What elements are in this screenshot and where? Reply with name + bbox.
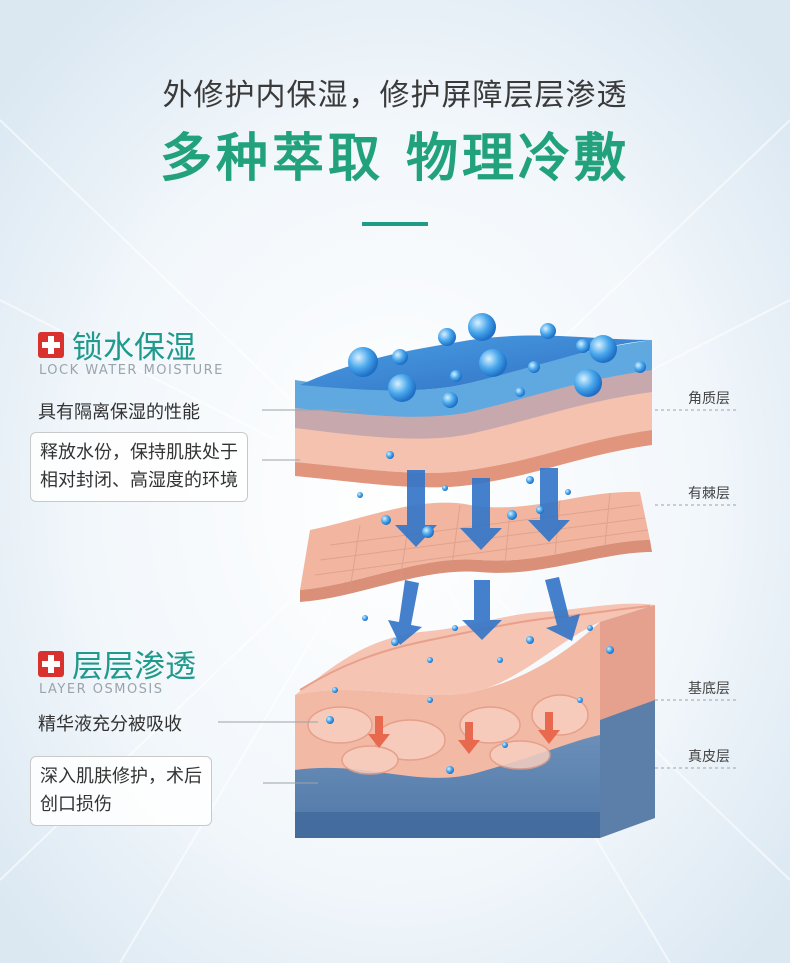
section-lock-water-subtitle: LOCK WATER MOISTURE (39, 363, 224, 378)
layer-osmosis-point-2-line-1: 深入肌肤修护，术后 (40, 766, 202, 787)
layer-osmosis-point-2-line-2: 创口损伤 (40, 794, 112, 815)
label-stratum-corneum: 角质层 (688, 391, 730, 407)
header-title: 多种萃取 物理冷敷 (159, 129, 631, 189)
section-layer-osmosis-header: 层层渗透 (38, 641, 196, 686)
section-lock-water-title: 锁水保湿 (72, 330, 196, 366)
layer-osmosis-point-2-box: 深入肌肤修护，术后 创口损伤 (30, 756, 212, 826)
lock-water-point-2-box: 释放水份，保持肌肤处于 相对封闭、高湿度的环境 (30, 432, 248, 502)
lock-water-point-1: 具有隔离保湿的性能 (38, 402, 200, 423)
section-layer-osmosis-title: 层层渗透 (72, 649, 196, 685)
penetration-arrows (388, 468, 580, 645)
label-dermis: 真皮层 (688, 749, 730, 765)
medical-cross-icon (38, 650, 64, 677)
basal-dermis-block (295, 603, 655, 838)
label-spinous-layer: 有棘层 (688, 486, 730, 502)
section-layer-osmosis-subtitle: LAYER OSMOSIS (39, 682, 164, 697)
lock-water-point-2-line-1: 释放水份，保持肌肤处于 (40, 442, 238, 463)
layer-osmosis-point-1: 精华液充分被吸收 (38, 714, 182, 735)
section-lock-water-header: 锁水保湿 (38, 322, 196, 367)
header-subtitle: 外修护内保湿，修护屏障层层渗透 (162, 78, 628, 113)
water-bubbles (326, 313, 646, 774)
title-divider (362, 222, 428, 226)
lock-water-point-2-line-2: 相对封闭、高湿度的环境 (40, 470, 238, 491)
leader-lines (218, 409, 738, 784)
label-basal-layer: 基底层 (688, 681, 730, 697)
stratum-corneum (295, 335, 652, 488)
medical-cross-icon (38, 331, 64, 358)
